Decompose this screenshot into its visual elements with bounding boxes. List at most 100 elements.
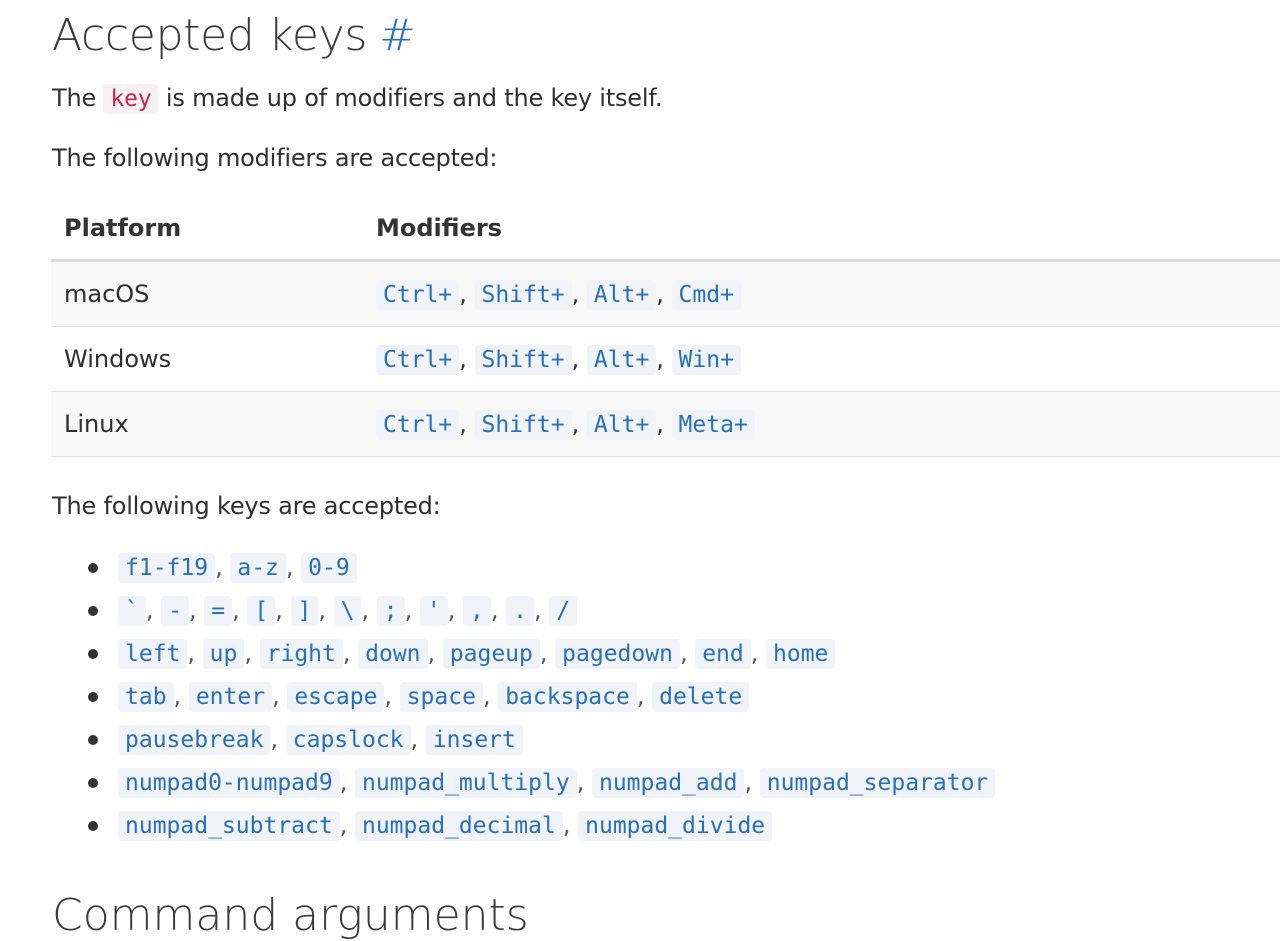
separator: , <box>244 639 260 667</box>
separator: , <box>215 553 231 581</box>
key-code: ; <box>376 596 405 626</box>
modifiers-cell: Ctrl+, Shift+, Alt+, Meta+ <box>363 391 1280 457</box>
key-code: numpad_multiply <box>354 768 577 798</box>
key-code: numpad_separator <box>759 768 996 798</box>
separator: , <box>744 768 760 796</box>
page-title: Accepted keys# <box>52 10 416 61</box>
key-code: space <box>399 682 483 712</box>
separator: , <box>571 280 587 308</box>
bullet-icon <box>88 563 98 573</box>
separator: , <box>285 553 302 581</box>
key-code: delete <box>652 682 750 712</box>
list-item: numpad0-numpad9, numpad_multiply, numpad… <box>88 761 996 804</box>
key-code: . <box>506 596 534 626</box>
separator: , <box>482 682 499 710</box>
separator: , <box>656 280 672 308</box>
separator: , <box>490 596 507 624</box>
table-header-row: Platform Modifiers <box>51 196 1280 262</box>
key-code: pausebreak <box>118 725 271 755</box>
key-code: end <box>695 639 751 669</box>
separator: , <box>539 639 556 667</box>
key-code: ` <box>118 596 146 626</box>
key-code: pagedown <box>555 639 680 669</box>
modifier-code: Shift+ <box>474 410 572 440</box>
bullet-icon <box>88 735 98 745</box>
modifier-code: Alt+ <box>586 345 657 375</box>
separator: , <box>427 639 443 667</box>
modifiers-intro: The following modifiers are accepted: <box>52 144 498 172</box>
separator: , <box>342 639 359 667</box>
list-item: pausebreak, capslock, insert <box>88 718 995 761</box>
list-item: left, up, right, down, pageup, pagedown,… <box>88 632 995 675</box>
key-code: 0-9 <box>301 553 357 583</box>
list-item: numpad_subtract, numpad_decimal, numpad_… <box>88 804 995 847</box>
platform-cell: Linux <box>51 391 363 457</box>
key-code: enter <box>188 682 273 712</box>
key-code: capslock <box>285 725 411 755</box>
separator: , <box>339 768 355 796</box>
separator: , <box>404 596 420 624</box>
key-code: home <box>766 639 836 669</box>
modifiers-cell: Ctrl+, Shift+, Alt+, Win+ <box>363 326 1280 392</box>
separator: , <box>447 596 463 624</box>
separator: , <box>656 410 672 438</box>
modifier-code: Cmd+ <box>671 280 741 310</box>
key-code: down <box>358 639 428 669</box>
separator: , <box>275 596 291 624</box>
keys-intro: The following keys are accepted: <box>52 492 441 520</box>
separator: , <box>173 682 189 710</box>
intro-paragraph: The key is made up of modifiers and the … <box>52 84 663 114</box>
separator: , <box>270 725 286 753</box>
list-item: tab, enter, escape, space, backspace, de… <box>88 675 995 718</box>
bullet-icon <box>88 821 98 831</box>
key-code: , <box>463 596 491 626</box>
separator: , <box>145 596 162 624</box>
separator: , <box>232 596 248 624</box>
key-code: numpad_subtract <box>118 811 340 841</box>
platform-cell: Windows <box>51 326 363 392</box>
key-code: / <box>549 596 578 626</box>
bullet-icon <box>88 606 98 616</box>
key-code: backspace <box>498 682 637 712</box>
modifier-code: Ctrl+ <box>376 410 460 440</box>
modifiers-cell: Ctrl+, Shift+, Alt+, Cmd+ <box>363 260 1280 327</box>
modifier-code: Shift+ <box>474 345 572 375</box>
key-code: tab <box>118 682 174 712</box>
separator: , <box>187 639 203 667</box>
separator: , <box>459 410 475 438</box>
key-code: escape <box>287 682 385 712</box>
key-code: numpad_divide <box>578 811 773 841</box>
key-code: - <box>161 596 189 626</box>
modifier-code: Ctrl+ <box>376 345 460 375</box>
key-code: up <box>202 639 245 669</box>
separator: , <box>571 410 587 438</box>
bullet-icon <box>88 692 98 702</box>
column-header-platform: Platform <box>51 196 363 262</box>
list-item: f1-f19, a-z, 0-9 <box>88 546 995 589</box>
separator: , <box>750 639 767 667</box>
key-code: [ <box>247 596 276 626</box>
next-section-heading: Command arguments <box>52 890 529 941</box>
key-code: ' <box>419 596 448 626</box>
modifier-code: Win+ <box>671 345 741 375</box>
key-code: \ <box>333 596 362 626</box>
separator: , <box>339 811 355 839</box>
platform-cell: macOS <box>51 260 363 327</box>
keys-list: f1-f19, a-z, 0-9`, -, =, [, ], \, ;, ', … <box>88 546 996 847</box>
list-item: `, -, =, [, ], \, ;, ', ,, ., / <box>88 589 995 632</box>
key-code: pageup <box>442 639 540 669</box>
heading-anchor-link[interactable]: # <box>379 10 416 61</box>
modifier-code: Ctrl+ <box>376 280 460 310</box>
bullet-icon <box>88 649 98 659</box>
separator: , <box>459 345 475 373</box>
separator: , <box>361 596 377 624</box>
key-code: a-z <box>230 553 286 583</box>
key-code: numpad0-numpad9 <box>118 768 340 798</box>
key-code: insert <box>425 725 523 755</box>
separator: , <box>188 596 205 624</box>
inline-code-key: key <box>103 84 159 114</box>
